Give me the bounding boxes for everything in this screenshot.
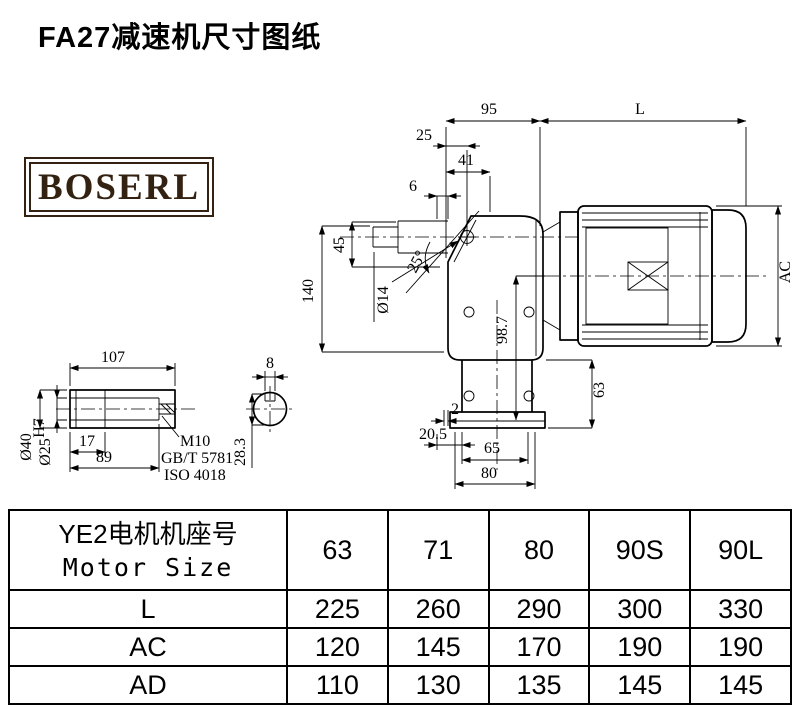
dim-AC-label: AC (777, 261, 794, 283)
dimensions-main: 95 L 25 41 6 45 (300, 101, 794, 489)
value-L-63: 225 (286, 589, 389, 629)
dim-107-label: 107 (101, 349, 125, 366)
dim-8-label: 8 (266, 355, 274, 372)
dim-63-label: 63 (591, 382, 608, 398)
row-label-L: L (8, 589, 288, 629)
value-AD-80: 135 (487, 665, 591, 705)
table-row-AC: AC 120 145 170 190 190 (8, 627, 792, 667)
value-L-90L: 330 (689, 589, 792, 629)
value-AD-90S: 145 (588, 665, 692, 705)
motor (542, 205, 747, 347)
table-row-AD: AD 110 130 135 145 145 (8, 665, 792, 705)
dim-17-label: 17 (79, 433, 95, 450)
header-motor-size-cell: YE2电机机座号 Motor Size (8, 509, 288, 591)
gb-standard-label: GB/T 5781 (161, 450, 233, 467)
logo-inner-frame: BOSERL (29, 162, 209, 212)
value-AD-63: 110 (286, 665, 389, 705)
dim-dia14-label: Ø14 (375, 286, 392, 314)
flange-hole-circle (463, 390, 475, 402)
header-size-90L: 90L (689, 509, 792, 591)
dim-80-label: 80 (481, 465, 497, 482)
header-motor-size-cn: YE2电机机座号 (58, 519, 238, 550)
thread-spec-label: M10 (180, 433, 210, 450)
technical-drawing: 95 L 25 41 6 45 (18, 101, 794, 489)
value-AC-80: 170 (487, 627, 591, 667)
dim-95-label: 95 (481, 101, 497, 118)
dim-89-label: 89 (96, 449, 112, 466)
header-motor-size-en: Motor Size (62, 552, 234, 582)
fan-cover (711, 209, 747, 343)
dimension-table: YE2电机机座号 Motor Size 63 71 80 90S 90L L 2… (8, 509, 792, 705)
dim-2-label: 2 (451, 401, 459, 418)
value-L-71: 260 (386, 589, 490, 629)
flange-hole-circle (463, 306, 475, 318)
dim-6-label: 6 (409, 178, 417, 195)
boserl-logo: BOSERL (24, 157, 214, 217)
dim-65-label: 65 (484, 440, 500, 457)
motor-nameplate (627, 261, 669, 291)
header-size-90S: 90S (588, 509, 692, 591)
dim-28-3-label: 28.3 (232, 438, 249, 466)
gearbox-housing (372, 210, 546, 429)
dim-98-7-label: 98.7 (494, 316, 511, 344)
shaft-detail: 107 Ø40 Ø25 H7 17 89 M10 GB/T 5781 ISO 4… (18, 349, 233, 484)
value-L-80: 290 (487, 589, 591, 629)
shaft-cross-section: 8 28.3 (232, 355, 294, 468)
header-size-80: 80 (487, 509, 591, 591)
value-AC-63: 120 (286, 627, 389, 667)
value-AC-90L: 190 (689, 627, 792, 667)
centerlines (340, 236, 766, 470)
value-AC-71: 145 (386, 627, 490, 667)
page-title: FA27减速机尺寸图纸 (38, 22, 322, 54)
keyway (264, 394, 276, 402)
dim-45-label: 45 (331, 237, 348, 253)
dim-25-label: 25 (416, 127, 432, 144)
flange-hole-circle (523, 390, 535, 402)
value-AD-71: 130 (386, 665, 490, 705)
dim-41-label: 41 (458, 152, 474, 169)
dim-dia40-label: Ø40 (18, 433, 35, 461)
logo-text: BOSERL (37, 166, 201, 208)
value-L-90S: 300 (588, 589, 692, 629)
flange-hole-circle (523, 306, 535, 318)
row-label-AC: AC (8, 627, 288, 667)
dim-dia25-tolerance-label: H7 (31, 418, 48, 438)
dim-140-label: 140 (300, 279, 317, 303)
value-AD-90L: 145 (689, 665, 792, 705)
dim-dia25-label: Ø25 (37, 438, 54, 466)
table-header-row: YE2电机机座号 Motor Size 63 71 80 90S 90L (8, 509, 792, 591)
dim-L-label: L (635, 101, 645, 118)
dim-20-5-label: 20.5 (419, 426, 447, 443)
value-AC-90S: 190 (588, 627, 692, 667)
header-size-63: 63 (286, 509, 389, 591)
m10-leader-line (161, 415, 180, 438)
header-size-71: 71 (386, 509, 490, 591)
table-row-L: L 225 260 290 300 330 (8, 589, 792, 629)
row-label-AD: AD (8, 665, 288, 705)
iso-standard-label: ISO 4018 (164, 467, 226, 484)
